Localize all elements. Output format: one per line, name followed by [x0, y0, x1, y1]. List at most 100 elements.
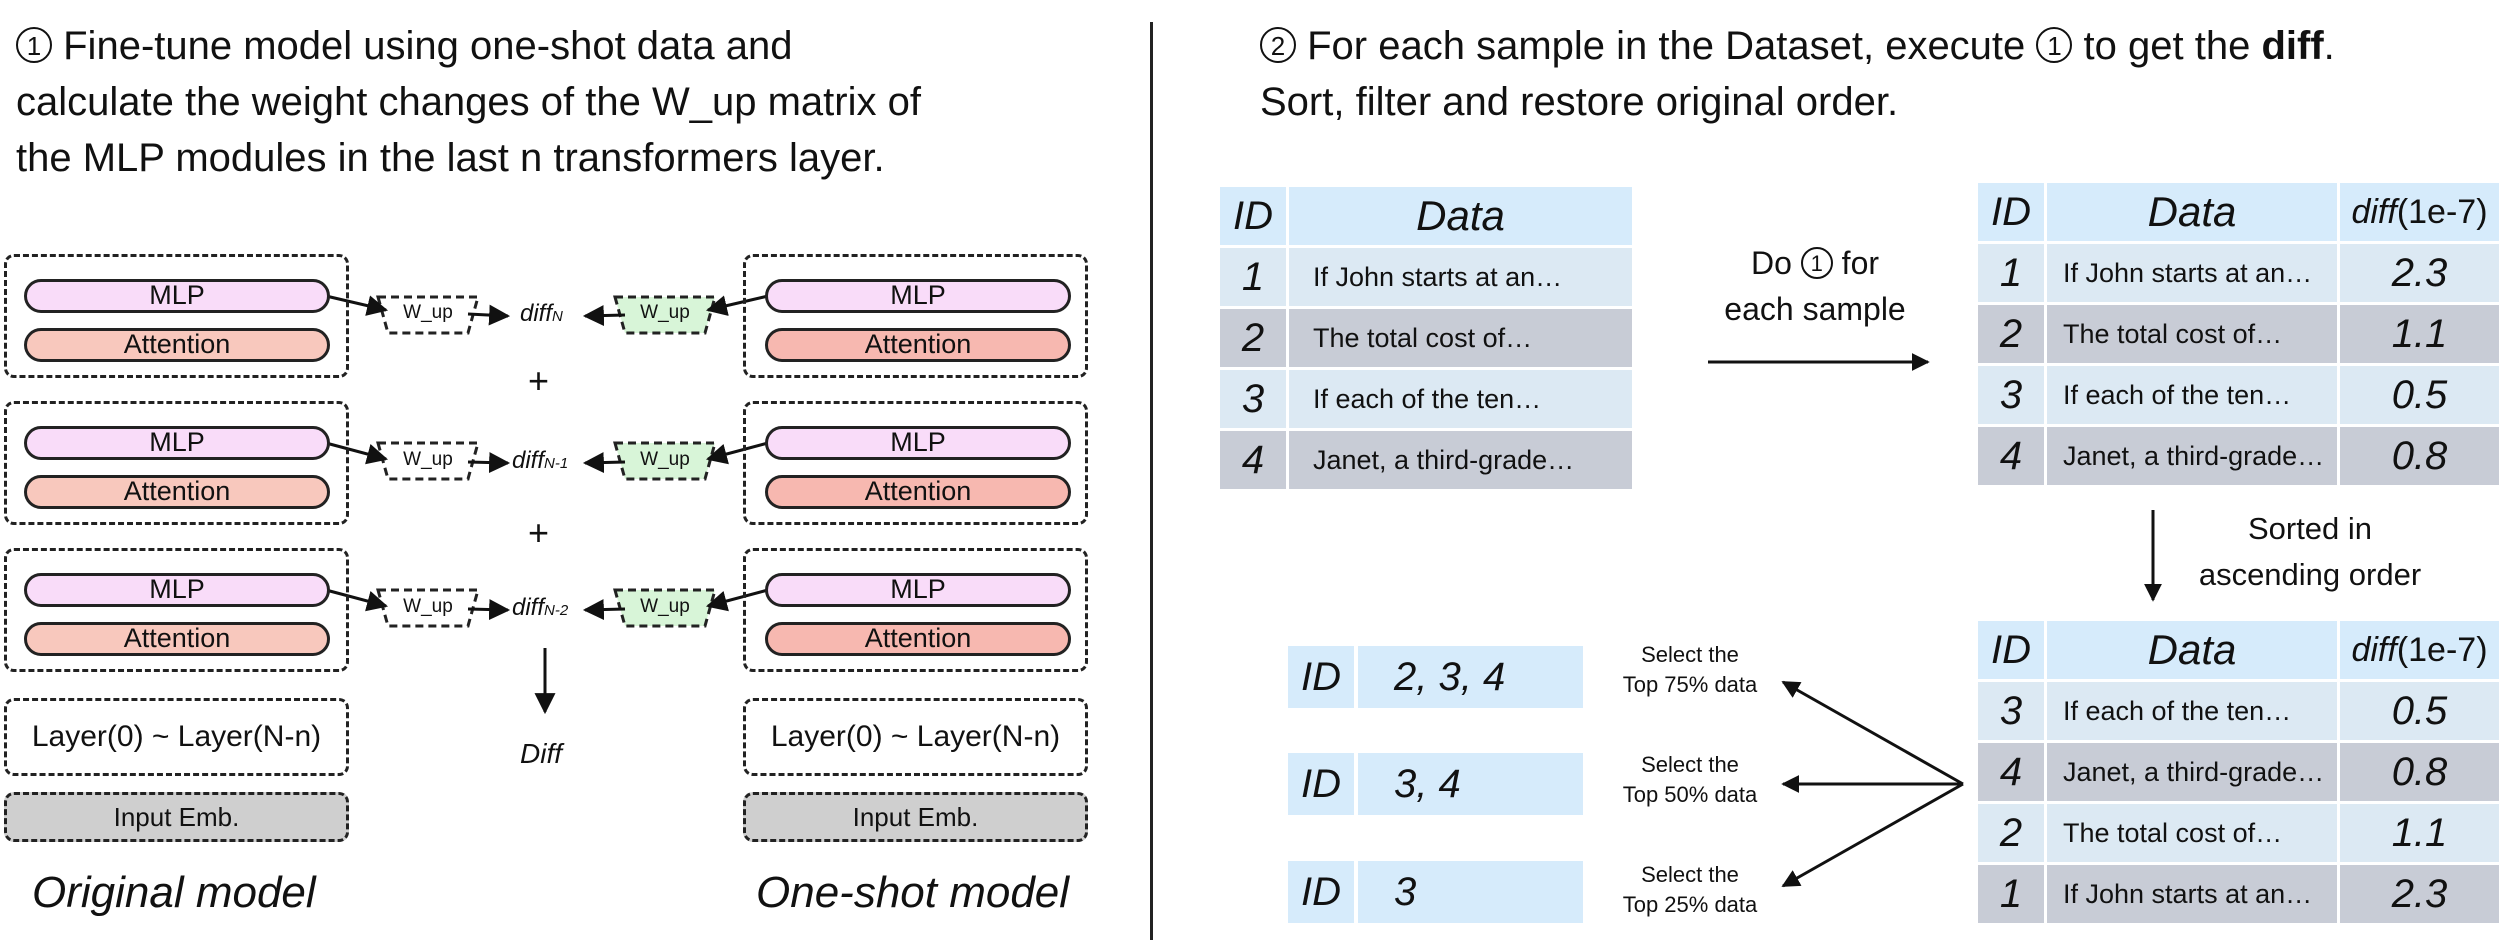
- step-number-badge: 1: [1800, 247, 1833, 279]
- arrow: [325, 588, 389, 612]
- arrow: [325, 294, 389, 316]
- table-cell-data: Janet, a third-grade…: [2047, 743, 2337, 801]
- table-cell-diff: 1.1: [2340, 804, 2499, 862]
- table-header-data: Data: [1289, 187, 1632, 245]
- plus-sign: +: [528, 360, 550, 401]
- step-number-badge: 2: [1260, 27, 1296, 63]
- table-cell-diff: 0.8: [2340, 427, 2499, 485]
- plus-sign: +: [528, 512, 550, 553]
- arrow: [582, 305, 626, 327]
- table-cell-id: 1: [1978, 865, 2044, 923]
- selection-id-label: ID: [1288, 861, 1354, 923]
- transformer-layer-box: [743, 401, 1088, 525]
- arrow: [582, 452, 626, 474]
- selection-text: Select the: [1641, 862, 1739, 887]
- table-cell-data: If John starts at an…: [2047, 865, 2337, 923]
- attention-block: Attention: [765, 622, 1071, 656]
- selection-result-75: ID 2, 3, 4: [1288, 646, 1583, 708]
- right-title: 2 For each sample in the Dataset, execut…: [1260, 18, 2335, 130]
- table-row: 3 If each of the ten… 0.5: [1978, 682, 2499, 740]
- table-header-diff: diff(1e-7): [2340, 621, 2499, 679]
- mlp-block: MLP: [765, 279, 1071, 313]
- selection-id-label: ID: [1288, 753, 1354, 815]
- table-cell-diff: 0.5: [2340, 682, 2499, 740]
- table-row: 1 If John starts at an…: [1220, 248, 1632, 306]
- table-header-id: ID: [1978, 183, 2044, 241]
- table-row: 2 The total cost of… 1.1: [1978, 305, 2499, 363]
- table-cell-data: The total cost of…: [2047, 305, 2337, 363]
- wup-trapezoid-left: [376, 588, 480, 628]
- selection-ids: 3, 4: [1358, 753, 1583, 815]
- pipeline-arrows: [1708, 353, 2162, 888]
- do-step-label: Do 1 for each sample: [1690, 240, 1940, 332]
- selection-result-25: ID 3: [1288, 861, 1583, 923]
- table-header-data: Data: [2047, 621, 2337, 679]
- table-cell-id: 4: [1978, 427, 2044, 485]
- table-cell-id: 4: [1978, 743, 2044, 801]
- table-header-data: Data: [2047, 183, 2337, 241]
- do-step-text: each sample: [1724, 291, 1906, 327]
- table-cell-data: Janet, a third-grade…: [1289, 431, 1632, 489]
- table-cell-diff: 2.3: [2340, 865, 2499, 923]
- selection-result-50: ID 3, 4: [1288, 753, 1583, 815]
- selection-id-label: ID: [1288, 646, 1354, 708]
- table-row: 3 If each of the ten… 0.5: [1978, 366, 2499, 424]
- mlp-block: MLP: [24, 573, 330, 607]
- attention-block: Attention: [765, 475, 1071, 509]
- transformer-layer-box: [743, 254, 1088, 378]
- table-row: 4 Janet, a third-grade…: [1220, 431, 1632, 489]
- table-cell-diff: 0.5: [2340, 366, 2499, 424]
- table-cell-data: If each of the ten…: [2047, 366, 2337, 424]
- table-row: 4 Janet, a third-grade… 0.8: [1978, 427, 2499, 485]
- wup-shapes-right: [613, 295, 717, 628]
- selection-ids: 3: [1358, 861, 1583, 923]
- title-text: to get the: [2083, 24, 2251, 68]
- table-cell-id: 3: [1978, 682, 2044, 740]
- table-header-id: ID: [1220, 187, 1286, 245]
- select-arrow: [1781, 782, 1964, 888]
- wup-label: W_up: [403, 449, 453, 470]
- do-step-text: Do: [1750, 245, 1792, 281]
- table-cell-id: 3: [1978, 366, 2044, 424]
- sorted-table: ID Data diff(1e-7) 3 If each of the ten……: [1975, 618, 2502, 926]
- arrow: [705, 588, 769, 612]
- table-header-diff: diff(1e-7): [2340, 183, 2499, 241]
- wup-trapezoid-right: [613, 441, 717, 481]
- sort-text: ascending order: [2198, 557, 2422, 592]
- table-cell-id: 2: [1220, 309, 1286, 367]
- diff-label: diffN-1: [512, 447, 569, 474]
- transformer-layer-box: [4, 548, 349, 672]
- wup-label: W_up: [640, 596, 690, 617]
- select-arrow: [1781, 680, 1964, 786]
- title-line: the MLP modules in the last n transforme…: [16, 136, 885, 180]
- diff-label: diffN-2: [512, 594, 569, 621]
- table-header-id: ID: [1978, 621, 2044, 679]
- model-diagram-connectors: [325, 294, 769, 715]
- frozen-layers-box: Layer(0) ~ Layer(N-n): [743, 698, 1088, 776]
- title-line: calculate the weight changes of the W_up…: [16, 80, 921, 124]
- diff-table: ID Data diff(1e-7) 1 If John starts at a…: [1975, 180, 2502, 488]
- wup-trapezoid-left: [376, 295, 480, 335]
- transformer-layer-box: [4, 254, 349, 378]
- table-cell-id: 2: [1978, 305, 2044, 363]
- table-cell-data: If John starts at an…: [2047, 244, 2337, 302]
- table-row: 2 The total cost of… 1.1: [1978, 804, 2499, 862]
- arrow: [705, 294, 769, 316]
- step-number-badge: 1: [16, 27, 52, 63]
- mlp-block: MLP: [24, 279, 330, 313]
- mlp-block: MLP: [765, 426, 1071, 460]
- dataset-table: ID Data 1 If John starts at an… 2 The to…: [1217, 184, 1635, 492]
- table-cell-diff: 2.3: [2340, 244, 2499, 302]
- left-title: 1 Fine-tune model using one-shot data an…: [16, 18, 921, 186]
- input-embedding-block: Input Emb.: [4, 792, 349, 842]
- arrow: [582, 599, 626, 621]
- attention-block: Attention: [24, 328, 330, 362]
- table-row: 3 If each of the ten…: [1220, 370, 1632, 428]
- step-number-badge: 1: [2036, 27, 2073, 63]
- table-row: 2 The total cost of…: [1220, 309, 1632, 367]
- table-cell-diff: 0.8: [2340, 743, 2499, 801]
- wup-label: W_up: [403, 596, 453, 617]
- table-row: 1 If John starts at an… 2.3: [1978, 244, 2499, 302]
- selection-label: Select the Top 75% data: [1590, 640, 1790, 700]
- title-diff-bold: diff: [2261, 24, 2324, 68]
